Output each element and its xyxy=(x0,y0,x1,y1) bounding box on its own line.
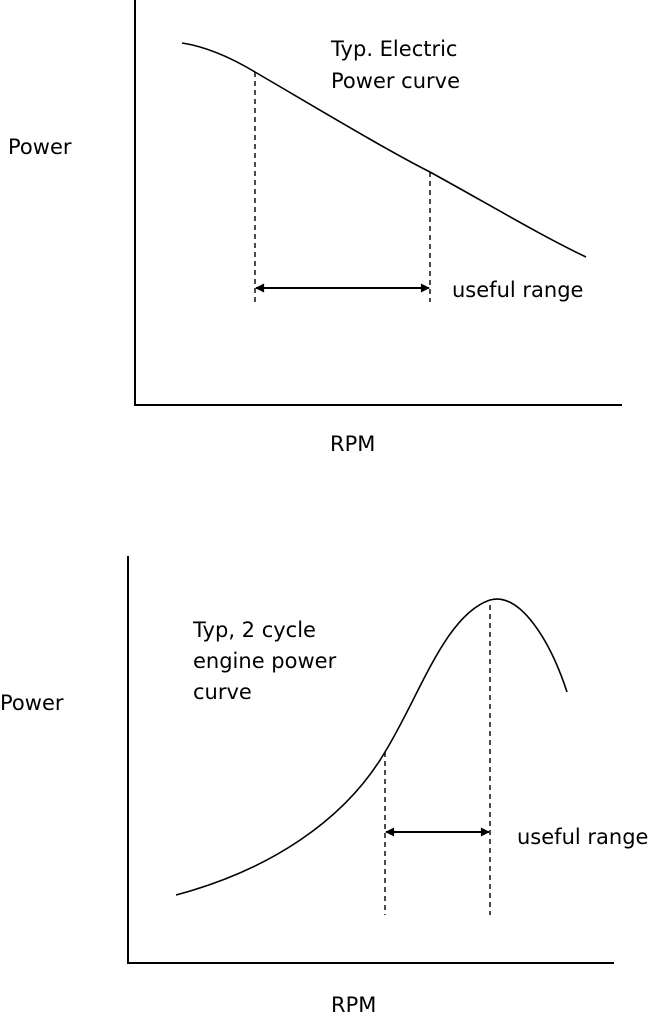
top-y-axis-label: Power xyxy=(8,135,72,159)
engine-power-curve xyxy=(175,598,568,896)
top-range-label: useful range xyxy=(452,278,583,302)
bottom-x-axis-label: RPM xyxy=(331,993,376,1017)
engine-power-diagram: Power RPM Typ, 2 cycle engine power curv… xyxy=(0,556,648,1017)
top-x-axis-label: RPM xyxy=(330,432,375,456)
bottom-axes xyxy=(127,556,614,964)
top-curve-label-line-1: Typ. Electric xyxy=(330,37,457,61)
electric-power-curve xyxy=(181,42,587,258)
top-curve-label-line-2: Power curve xyxy=(331,69,460,93)
bottom-curve-label-line-3: curve xyxy=(193,680,252,704)
bottom-y-axis-label: Power xyxy=(0,691,64,715)
bottom-curve-label-line-2: engine power xyxy=(193,649,337,673)
electric-power-diagram: Power RPM Typ. Electric Power curve usef… xyxy=(8,0,622,456)
top-axes xyxy=(134,0,622,406)
bottom-curve-label-line-1: Typ, 2 cycle xyxy=(192,618,316,642)
bottom-range-label: useful range xyxy=(517,825,648,849)
